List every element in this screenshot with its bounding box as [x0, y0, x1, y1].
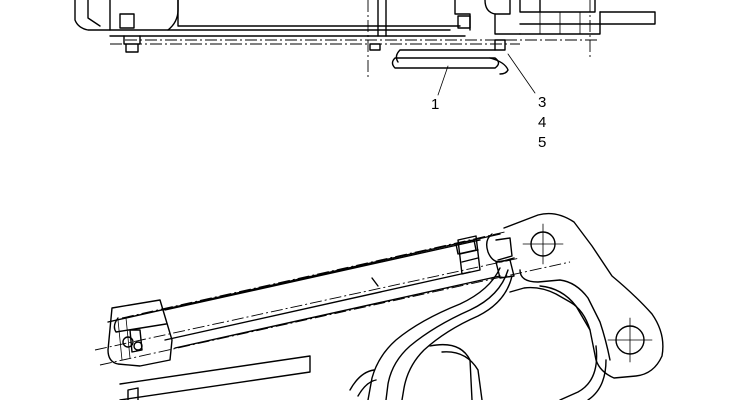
hose-item-1	[391, 57, 500, 69]
lower-link-bar	[119, 355, 311, 400]
boom-cylinder-barrel	[107, 233, 501, 323]
boom-assembly	[94, 212, 664, 400]
hose-line-a	[367, 267, 501, 400]
top-cylinder-assembly	[74, 0, 656, 96]
top-left-end-cap	[74, 0, 111, 31]
callout-5: 5	[538, 134, 546, 151]
hose-line-b	[385, 269, 509, 400]
callout-3: 3	[538, 94, 546, 111]
top-left-fitting	[119, 13, 135, 29]
hose-fitting-block	[495, 259, 515, 279]
boom-cylinder-end-cap	[107, 299, 173, 367]
boom-cylinder-fitting	[457, 235, 481, 275]
leader-3	[507, 53, 536, 94]
top-right-frame	[519, 0, 596, 13]
leader-1	[437, 65, 449, 96]
callout-1: 1	[431, 96, 439, 113]
callout-4: 4	[538, 114, 546, 131]
hose-fitting-3-4-5	[494, 39, 506, 51]
boom-arm-plate	[503, 212, 664, 379]
